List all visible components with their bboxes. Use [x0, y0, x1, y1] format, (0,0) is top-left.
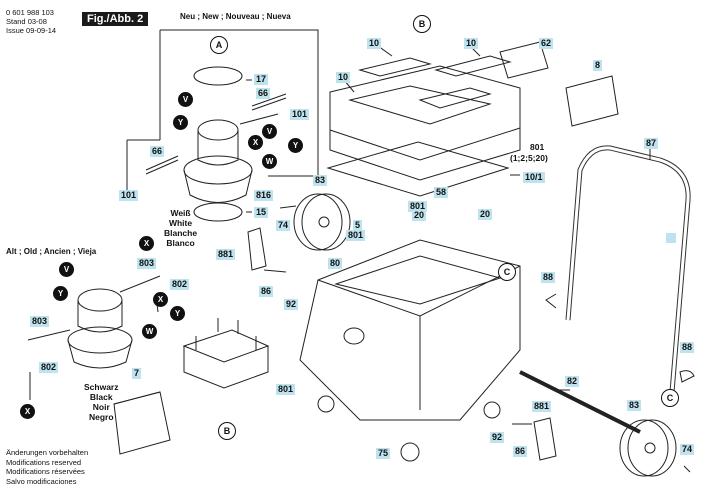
- callout-66: 66: [256, 88, 271, 99]
- callout-88: 88: [680, 342, 695, 353]
- callout-58: 58: [434, 187, 449, 198]
- footer-note: Änderungen vorbehalten Modifications res…: [6, 448, 88, 486]
- callout-803: 803: [30, 316, 50, 327]
- footer-fr: Modifications réservées: [6, 467, 85, 476]
- callout-7: 7: [132, 368, 142, 379]
- callout-10: 10: [336, 72, 351, 83]
- stand-label: Stand: [6, 17, 26, 26]
- wire-marker-y: Y: [53, 286, 68, 301]
- wire-marker-v: V: [59, 262, 74, 277]
- callout-10-1: 10/1: [523, 172, 545, 183]
- callout-8: 8: [593, 60, 603, 71]
- wire-marker-v: V: [178, 92, 193, 107]
- callout-801-subnote: (1;2;5;20): [510, 153, 548, 163]
- footer-de: Änderungen vorbehalten: [6, 448, 89, 457]
- section-title-old: Alt ; Old ; Ancien ; Vieja: [6, 247, 97, 256]
- callout-5: 5: [353, 220, 363, 231]
- callout-88: 88: [541, 272, 556, 283]
- callout-801: 801: [408, 201, 428, 212]
- issue-label: Issue: [6, 26, 24, 35]
- figure-tag: Fig./Abb. 2: [82, 12, 149, 26]
- reference-marker-a: A: [210, 36, 228, 54]
- reference-marker-c: C: [661, 389, 679, 407]
- black-note: Schwarz Black Noir Negro: [84, 382, 119, 422]
- callout-101: 101: [119, 190, 139, 201]
- white-es: Blanco: [166, 238, 195, 248]
- black-en: Black: [89, 392, 113, 402]
- callout-17: 17: [254, 74, 269, 85]
- callout-801: 801: [346, 230, 366, 241]
- doc-number: 0 601 988 103: [6, 8, 54, 17]
- callout-80: 80: [328, 258, 343, 269]
- callout-66: 66: [150, 146, 165, 157]
- reference-marker-b: B: [413, 15, 431, 33]
- callout-92: 92: [490, 432, 505, 443]
- document-header: 0 601 988 103 Stand 03-08 Issue 09-09-14: [6, 8, 56, 35]
- white-de: Weiß: [170, 208, 191, 218]
- callout-881: 881: [532, 401, 552, 412]
- wire-marker-y: Y: [288, 138, 303, 153]
- white-note: Weiß White Blanche Blanco: [164, 208, 197, 248]
- white-fr: Blanche: [164, 228, 198, 238]
- white-en: White: [168, 218, 193, 228]
- wire-marker-x: X: [248, 135, 263, 150]
- callout-83: 83: [313, 175, 328, 186]
- callout-62: 62: [539, 38, 554, 49]
- callout-10: 10: [367, 38, 382, 49]
- callout-801: 801: [276, 384, 296, 395]
- callout-75: 75: [376, 448, 391, 459]
- stand-row: Stand 03-08: [6, 17, 56, 26]
- accent-swatch: [666, 233, 676, 243]
- callout-803: 803: [137, 258, 157, 269]
- callout-15: 15: [254, 207, 269, 218]
- stand-value: 03-08: [27, 17, 47, 26]
- callout-86: 86: [513, 446, 528, 457]
- callout-92: 92: [284, 299, 299, 310]
- reference-marker-c: C: [498, 263, 516, 281]
- wire-marker-x: X: [139, 236, 154, 251]
- issue-value: 09-09-14: [26, 26, 57, 35]
- footer-es: Salvo modificaciones: [6, 476, 77, 486]
- wire-marker-x: X: [153, 292, 168, 307]
- section-title-new: Neu ; New ; Nouveau ; Nueva: [180, 12, 291, 21]
- callout-82: 82: [565, 376, 580, 387]
- callout-86: 86: [259, 286, 274, 297]
- wire-marker-x: X: [20, 404, 35, 419]
- callout-816: 816: [254, 190, 274, 201]
- callout-20: 20: [478, 209, 493, 220]
- callout-20: 20: [412, 210, 427, 221]
- callout-83: 83: [627, 400, 642, 411]
- callout-802: 802: [39, 362, 59, 373]
- wire-marker-y: Y: [170, 306, 185, 321]
- callout-10: 10: [464, 38, 479, 49]
- wire-marker-v: V: [262, 124, 277, 139]
- wire-marker-y: Y: [173, 115, 188, 130]
- black-es: Negro: [88, 412, 114, 422]
- callout-801: 801: [530, 142, 545, 152]
- issue-row: Issue 09-09-14: [6, 26, 56, 35]
- wire-marker-w: W: [142, 324, 157, 339]
- callout-101: 101: [290, 109, 310, 120]
- black-de: Schwarz: [84, 382, 119, 392]
- footer-en: Modifications reserved: [6, 457, 82, 467]
- reference-marker-b: B: [218, 422, 236, 440]
- callout-87: 87: [644, 138, 659, 149]
- callout-881: 881: [216, 249, 236, 260]
- wire-marker-w: W: [262, 154, 277, 169]
- black-fr: Noir: [92, 402, 110, 412]
- callout-802: 802: [170, 279, 190, 290]
- callout-74: 74: [680, 444, 695, 455]
- callout-74: 74: [276, 220, 291, 231]
